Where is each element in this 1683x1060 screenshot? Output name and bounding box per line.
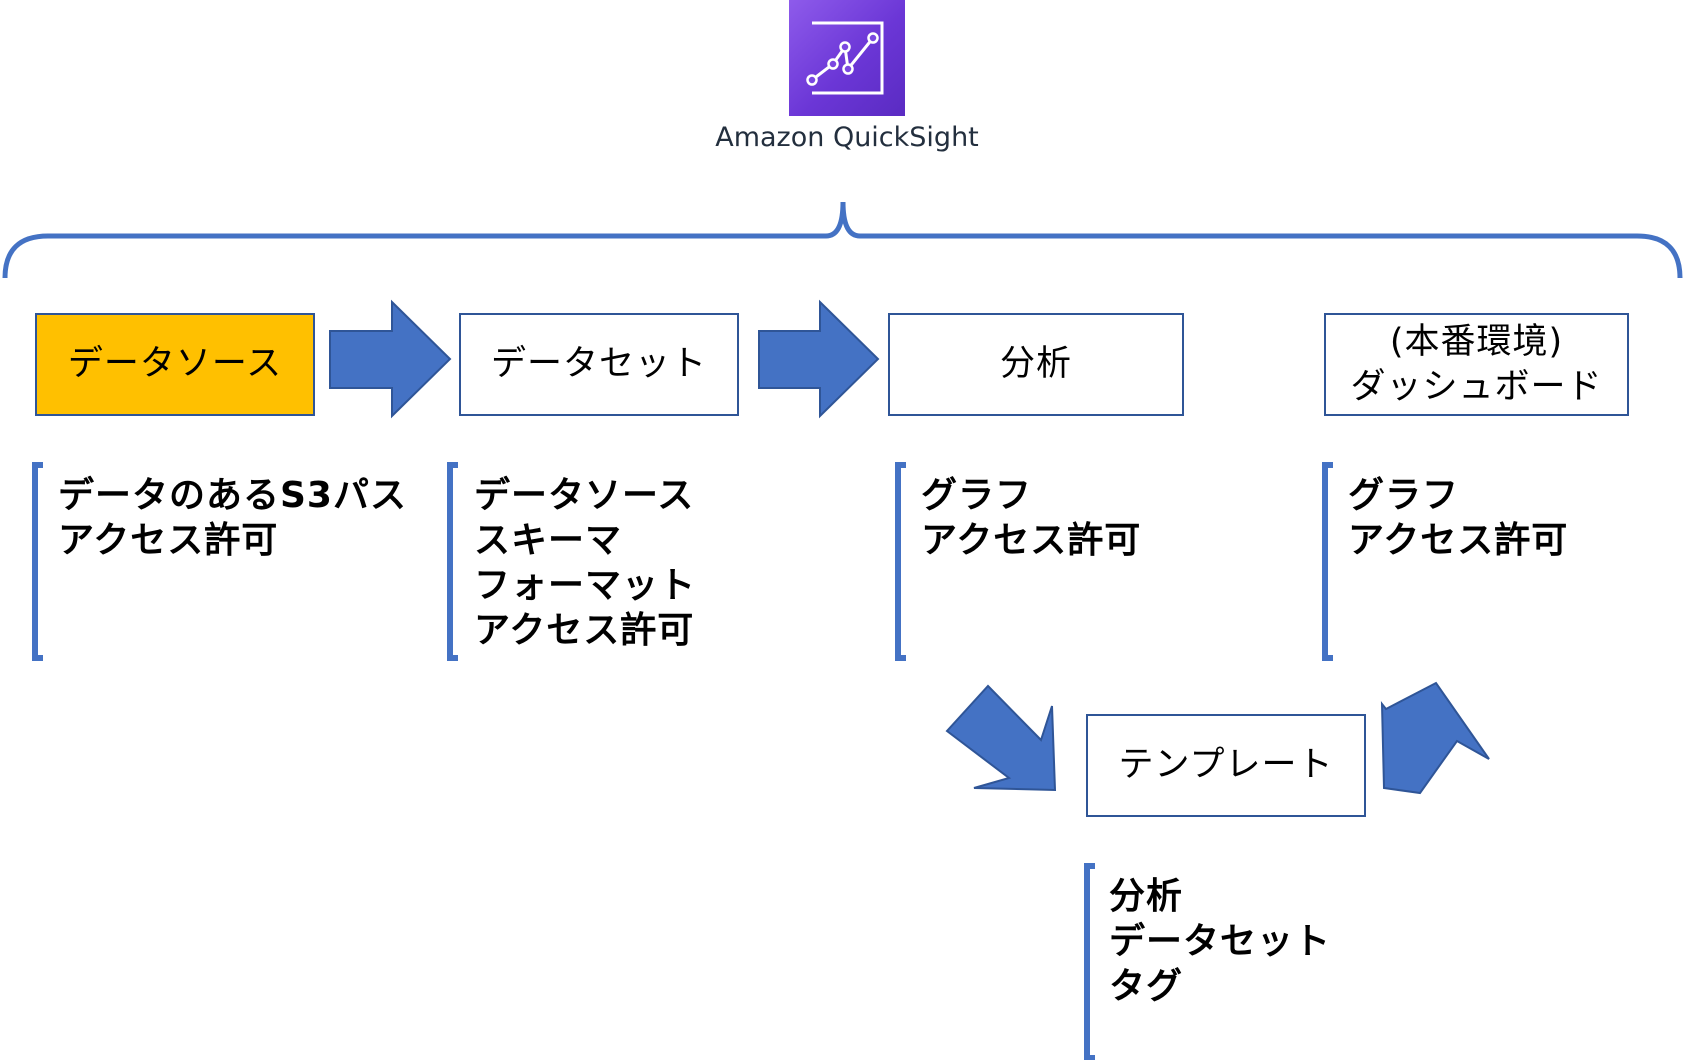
- stage-box-dashboard: (本番環境) ダッシュボード: [1324, 313, 1629, 416]
- bracket-dashboard-notes: [1322, 462, 1333, 661]
- arrow-right-datasource-to-dataset: [329, 299, 452, 419]
- stage-label-dashboard-env: (本番環境): [1389, 321, 1564, 362]
- note-item: アクセス許可: [58, 520, 279, 561]
- note-item: 分析: [1109, 876, 1184, 917]
- note-item: アクセス許可: [474, 610, 695, 651]
- quicksight-chart-icon: [806, 21, 884, 95]
- note-item: データソース: [474, 475, 695, 516]
- note-item: グラフ: [1348, 475, 1460, 516]
- stage-box-template: テンプレート: [1086, 714, 1366, 817]
- notes-datasource: データのあるS3パス アクセス許可: [58, 473, 407, 563]
- note-item: フォーマット: [474, 565, 697, 606]
- note-item: アクセス許可: [1348, 520, 1569, 561]
- note-item: タグ: [1109, 966, 1184, 1007]
- stage-label-dataset: データセット: [490, 344, 707, 384]
- bracket-datasource-notes: [32, 462, 43, 661]
- note-item: データのあるS3パス: [58, 475, 407, 516]
- arrow-diagonal-analysis-to-template: [945, 684, 1057, 792]
- bracket-analysis-notes: [895, 462, 906, 661]
- notes-template: 分析 データセット タグ: [1109, 874, 1331, 1009]
- arrow-diagonal-template-to-dashboard: [1380, 681, 1490, 795]
- note-item: データセット: [1109, 921, 1332, 962]
- stage-label-datasource: データソース: [67, 344, 283, 384]
- arrow-right-dataset-to-analysis: [758, 299, 880, 419]
- notes-dashboard: グラフ アクセス許可: [1348, 473, 1568, 563]
- stage-box-dataset: データセット: [459, 313, 739, 416]
- top-brace: [2, 201, 1683, 279]
- note-item: アクセス許可: [921, 520, 1142, 561]
- stage-label-dashboard: (本番環境) ダッシュボード: [1350, 320, 1602, 410]
- notes-dataset: データソース スキーマ フォーマット アクセス許可: [474, 473, 696, 653]
- stage-label-template: テンプレート: [1118, 745, 1334, 785]
- quicksight-logo: [789, 0, 905, 116]
- stage-box-datasource: データソース: [35, 313, 315, 416]
- stage-label-analysis: 分析: [999, 344, 1072, 384]
- note-item: グラフ: [921, 475, 1033, 516]
- stage-label-dashboard-name: ダッシュボード: [1350, 366, 1603, 407]
- logo-label: Amazon QuickSight: [715, 122, 979, 153]
- stage-box-analysis: 分析: [888, 313, 1184, 416]
- bracket-dataset-notes: [447, 462, 458, 661]
- note-item: スキーマ: [474, 520, 623, 561]
- bracket-template-notes: [1084, 863, 1095, 1060]
- notes-analysis: グラフ アクセス許可: [921, 473, 1141, 563]
